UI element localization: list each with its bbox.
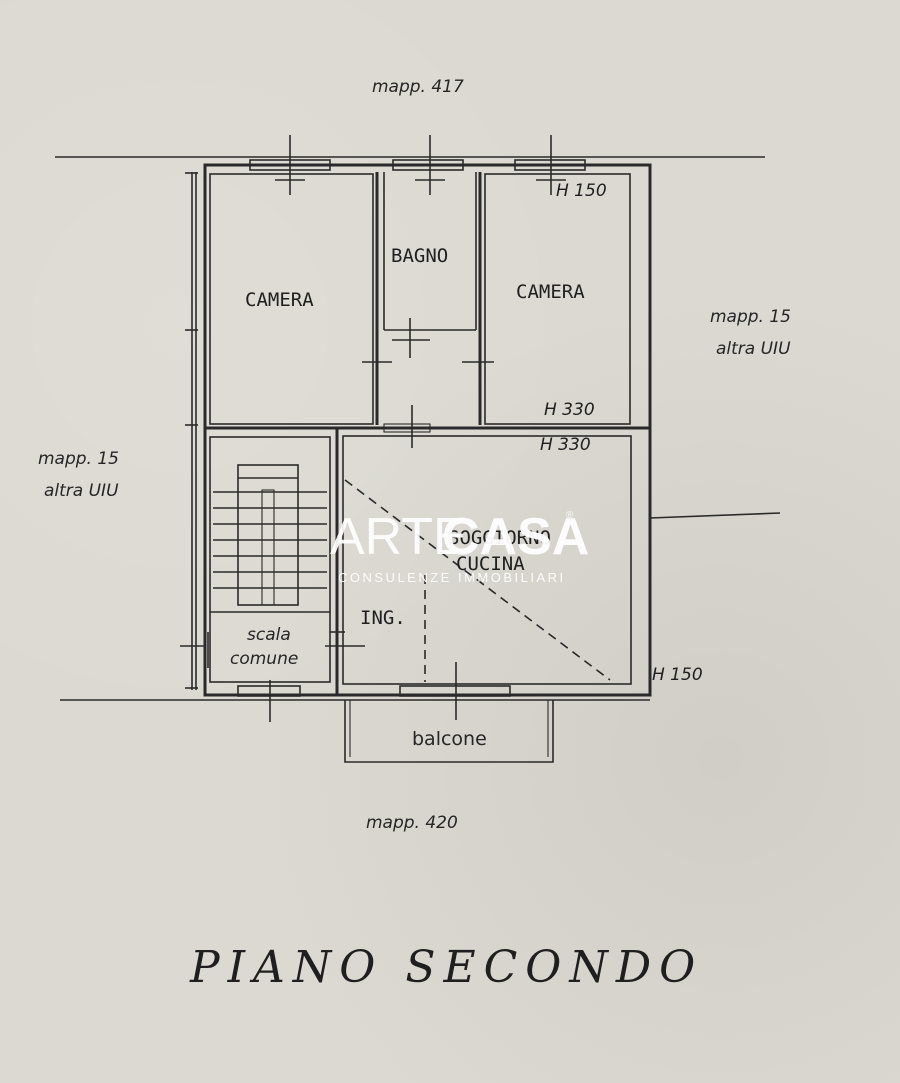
room-label-cucina: CUCINA [456, 553, 525, 575]
floor-title: PIANO SECONDO [189, 942, 703, 993]
room-label-ingresso: ING. [360, 607, 406, 629]
watermark-brand-light: ARTE [330, 508, 468, 566]
balcone-outline [344, 700, 554, 763]
height-label-outer-right: H 150 [652, 665, 703, 685]
room-label-balcone: balcone [412, 728, 487, 750]
room-label-scala: scala [247, 625, 291, 645]
artecasa-watermark: ARTE CASA ® CONSULENZE IMMOBILIARI [330, 508, 589, 585]
doors [180, 318, 494, 668]
height-label-top-right: H 150 [556, 181, 607, 201]
north-neighbor-label: mapp. 417 [372, 77, 464, 97]
room-label-comune: comune [230, 649, 298, 669]
room-label-bagno: BAGNO [391, 245, 448, 267]
west-neighbor-label-2: altra UIU [44, 481, 119, 501]
east-neighbor-label-2: altra UIU [716, 339, 791, 359]
height-label-soggiorno: H 330 [540, 435, 591, 455]
outer-walls [185, 163, 652, 697]
room-label-camera-left: CAMERA [245, 289, 314, 311]
boundary-lines [55, 156, 781, 701]
watermark-registered-mark: ® [566, 510, 574, 521]
watermark-subtitle: CONSULENZE IMMOBILIARI [338, 570, 566, 585]
dashed-lines [344, 479, 611, 682]
south-neighbor-label: mapp. 420 [366, 813, 458, 833]
windows [237, 135, 586, 722]
room-label-camera-right: CAMERA [516, 281, 585, 303]
east-neighbor-label-1: mapp. 15 [710, 307, 791, 327]
watermark-brand-bold: CASA [442, 508, 589, 566]
inner-walls [205, 172, 650, 695]
stair-steps [213, 464, 327, 606]
height-label-camera: H 330 [544, 400, 595, 420]
room-label-soggiorno: SOGGIORNO [448, 527, 551, 549]
west-neighbor-label-1: mapp. 15 [38, 449, 119, 469]
